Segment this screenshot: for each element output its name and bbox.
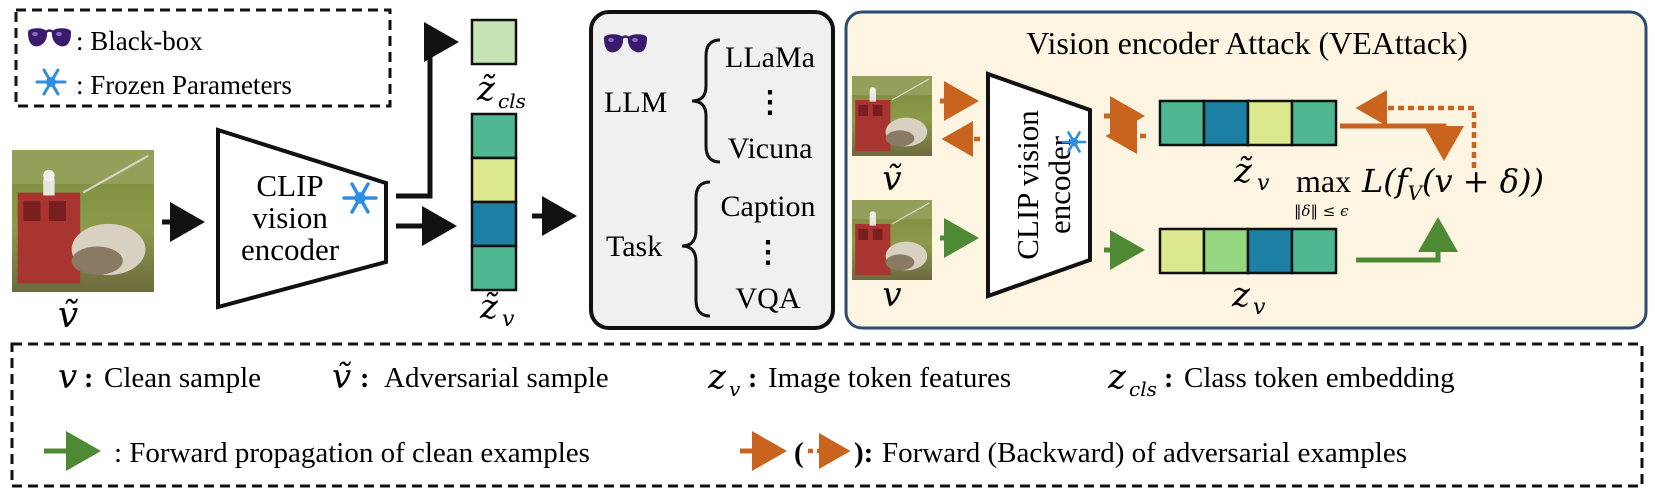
llm-option-vicuna: Vicuna xyxy=(728,132,813,165)
feature-token xyxy=(1202,227,1250,275)
attack-adv-input-label: ṽ xyxy=(882,159,902,199)
legend-colon: : xyxy=(1164,363,1173,394)
adv-feature-row xyxy=(1158,99,1338,147)
svg-text:z: z xyxy=(1107,357,1127,397)
top-legend-frame xyxy=(14,8,392,108)
encoder-to-cls-arrow xyxy=(396,22,459,199)
attack-clean-input-label: v xyxy=(882,275,901,315)
feature-token-column xyxy=(470,112,518,292)
svg-text:encoder: encoder xyxy=(1042,135,1077,234)
clip-encoder-line-1: CLIP xyxy=(256,168,323,203)
feature-token xyxy=(470,112,518,160)
svg-text:z̃: z̃ xyxy=(1233,151,1253,191)
feature-token xyxy=(1158,227,1206,275)
loss-to-adv-features-backward-arrow xyxy=(1355,90,1477,168)
svg-text:v: v xyxy=(1253,295,1266,320)
task-option-ellipsis: ⋮ xyxy=(753,236,783,269)
feature-token xyxy=(1202,99,1250,147)
llm-label: LLM xyxy=(604,86,667,119)
clean-feature-label: z v xyxy=(1231,275,1266,320)
task-brace xyxy=(681,180,711,318)
clip-encoder-shape xyxy=(216,127,388,310)
legend-colon: : xyxy=(360,363,369,394)
svg-text:cls: cls xyxy=(498,89,526,113)
llm-brace xyxy=(691,38,721,164)
attack-objective: max ‖δ‖ ≤ ϵ L(fV(v + δ)) xyxy=(1294,162,1544,220)
legend-colon: : xyxy=(84,363,93,394)
legend-symbol-image-token: z v xyxy=(707,357,741,401)
llm-option-llama: LLaMa xyxy=(725,41,815,74)
svg-text:v: v xyxy=(1257,171,1270,196)
svg-text:z̃: z̃ xyxy=(479,287,499,327)
llm-panel: LLM LLaMa ⋮ Vicuna Task Caption ⋮ VQA xyxy=(589,10,835,330)
clean-features-to-loss-arrow xyxy=(1356,217,1458,263)
legend-symbol-class-token: z cls xyxy=(1107,357,1157,401)
legend-text-clean-sample: Clean sample xyxy=(104,362,261,394)
svg-text:cls: cls xyxy=(1129,377,1157,401)
feature-token-label: z̃ v xyxy=(479,287,515,332)
llm-panel-frame xyxy=(589,10,835,330)
legend-paren-close: ): xyxy=(854,437,873,469)
svg-text:z̃: z̃ xyxy=(476,69,496,109)
legend-symbol-clean: v xyxy=(58,357,77,397)
svg-text:z: z xyxy=(707,357,727,397)
legend-text-clean-forward: : Forward propagation of clean examples xyxy=(114,437,590,469)
task-option-vqa: VQA xyxy=(736,282,801,315)
attack-clip-encoder-shape xyxy=(986,71,1092,299)
svg-text:v: v xyxy=(502,307,515,332)
cls-token-label: z̃ cls xyxy=(476,69,526,113)
task-label: Task xyxy=(606,230,662,263)
legend-text-image-token: Image token features xyxy=(768,362,1011,394)
clean-input-image xyxy=(851,199,933,281)
snowflake-icon xyxy=(342,182,378,214)
clip-encoder-line-3: encoder xyxy=(241,232,340,267)
attack-panel: Vision encoder Attack (VEAttack) ṽ v CL… xyxy=(844,10,1648,330)
feature-token xyxy=(1290,99,1338,147)
feature-token xyxy=(1246,99,1294,147)
svg-text:z: z xyxy=(1231,275,1251,315)
task-option-caption: Caption xyxy=(721,190,816,223)
adv-feature-label: z̃ v xyxy=(1233,151,1270,196)
black-box-label: : Black-box xyxy=(76,26,203,56)
feature-token xyxy=(1290,227,1338,275)
legend-text-class-token: Class token embedding xyxy=(1184,362,1455,394)
svg-text:v: v xyxy=(729,377,741,401)
sunglasses-icon xyxy=(28,28,71,47)
objective-constraint: ‖δ‖ ≤ ϵ xyxy=(1294,202,1349,220)
legend-text-adversarial-forward: Forward (Backward) of adversarial exampl… xyxy=(882,437,1407,469)
adversarial-input-image xyxy=(851,75,933,157)
adv-features-to-loss-arrow xyxy=(1340,123,1464,161)
snowflake-icon xyxy=(1061,131,1087,153)
feature-token xyxy=(1246,227,1294,275)
feature-token xyxy=(470,156,518,204)
attack-panel-title: Vision encoder Attack (VEAttack) xyxy=(1026,25,1467,61)
frozen-label: : Frozen Parameters xyxy=(76,70,292,100)
legend-text-adversarial-sample: Adversarial sample xyxy=(384,362,609,394)
bottom-legend: v : Clean sample ṽ : Adversarial sample… xyxy=(10,342,1644,488)
left-pipeline: ṽ CLIP vision encoder z̃ cls z̃ xyxy=(10,18,577,336)
legend-paren-open: ( xyxy=(794,437,804,469)
feature-token xyxy=(470,200,518,248)
attack-clip-encoder-label: CLIP vision encoder xyxy=(1010,110,1077,260)
sunglasses-icon xyxy=(604,34,647,53)
svg-text:CLIP vision: CLIP vision xyxy=(1010,110,1045,260)
llm-option-ellipsis: ⋮ xyxy=(755,86,785,119)
adversarial-input-label: ṽ xyxy=(58,295,79,336)
clean-feature-row xyxy=(1158,227,1338,275)
objective-max: max xyxy=(1296,163,1351,199)
objective-expression: L(fV(v + δ)) xyxy=(1361,162,1544,205)
clip-encoder-line-2: vision xyxy=(252,200,328,235)
top-legend: : Black-box : Frozen Parameters xyxy=(14,8,392,108)
snowflake-icon xyxy=(35,68,67,96)
cls-token xyxy=(470,18,518,66)
adversarial-input-image xyxy=(10,148,156,294)
legend-colon: : xyxy=(748,363,757,394)
legend-symbol-adversarial: ṽ xyxy=(332,357,352,397)
feature-token xyxy=(1158,99,1206,147)
feature-token xyxy=(470,244,518,292)
